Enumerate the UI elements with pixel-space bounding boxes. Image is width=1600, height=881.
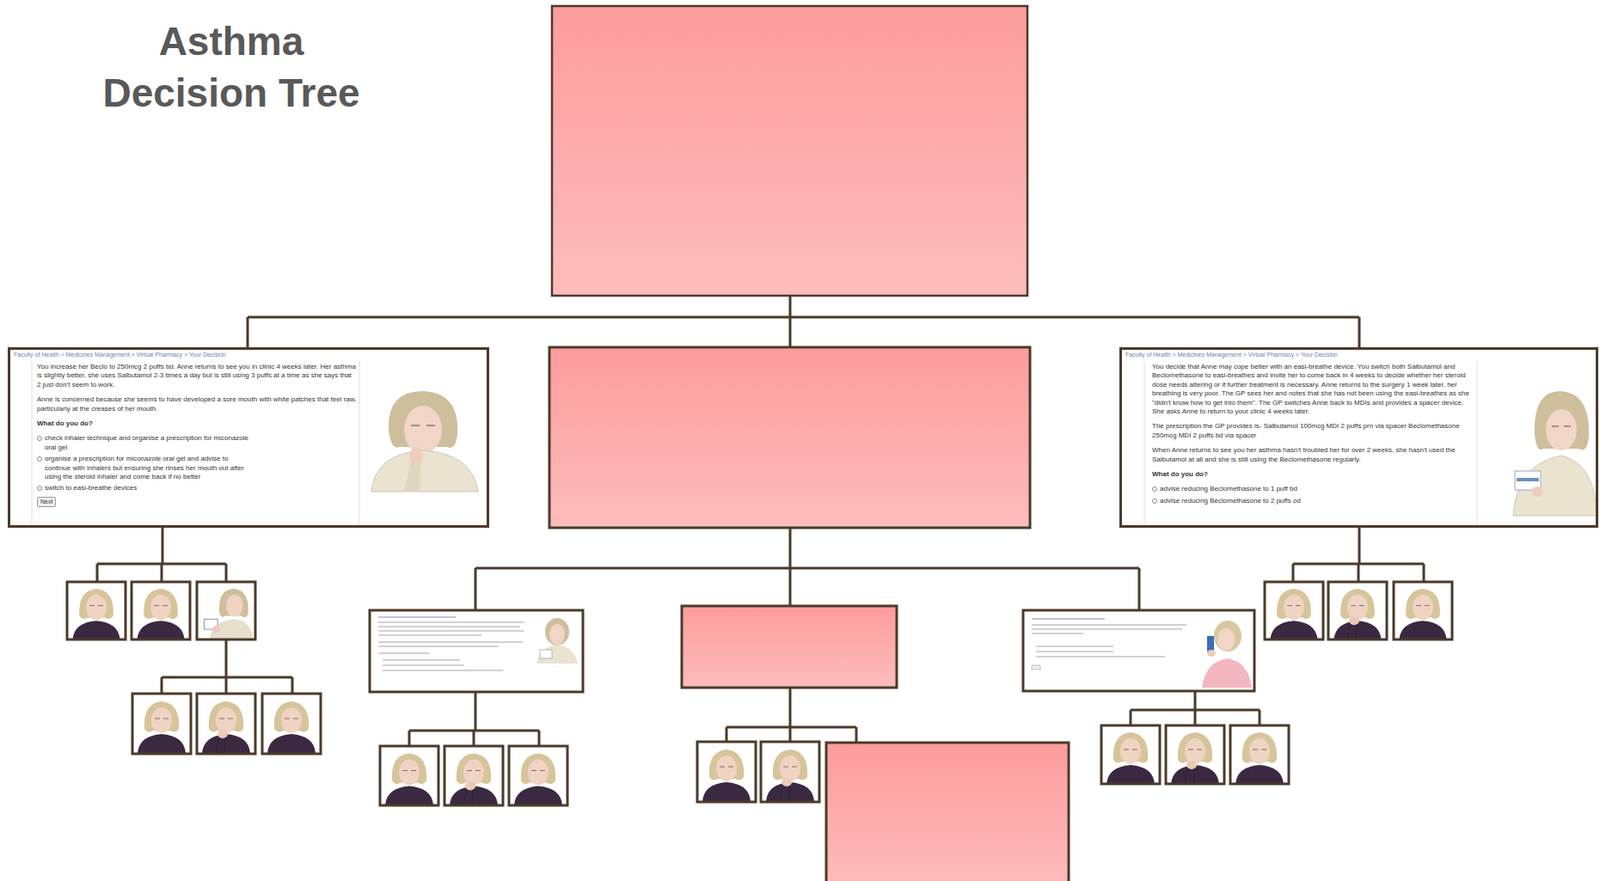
coat [371, 450, 479, 492]
patient-thumbnail [132, 582, 191, 640]
option-text: check inhaler technique and organise a p… [44, 434, 252, 453]
text-line [378, 622, 525, 671]
hand [1207, 649, 1216, 657]
empty-decision-box [681, 606, 897, 688]
hand [1531, 486, 1544, 497]
scenario-screenshot: You increase her Beclo to 250mcg 2 puffs… [7, 347, 490, 528]
screenshot-thumbnail [1023, 610, 1255, 692]
empty-decision-box [551, 6, 1028, 296]
page-column-rule [31, 361, 1478, 525]
glasses [1551, 425, 1571, 428]
patient-thumbnail [760, 742, 820, 802]
breadcrumb: Faculty of Health > Medicines Management… [13, 350, 461, 359]
inhaler-box [539, 649, 552, 659]
box-stripe [1516, 478, 1539, 482]
option-row: organise a prescription for miconazole o… [36, 454, 252, 482]
patient-thumbnail [508, 747, 568, 806]
empty-decision-box [826, 742, 1069, 881]
patient-thumbnail [444, 747, 503, 806]
patient-thumbnail [1329, 582, 1387, 640]
breadcrumb: Faculty of Health > Medicines Management… [1125, 350, 1573, 359]
option-row: advise reducing Beclomethasone to 1 puff… [1152, 484, 1436, 494]
inhaler [1207, 636, 1214, 652]
radio-button [36, 435, 43, 442]
text-line [1031, 625, 1187, 657]
option-text: switch to easi-breathe devices [44, 484, 252, 493]
option-row: advise reducing Beclomethasone to 2 puff… [1152, 496, 1436, 506]
glasses [410, 424, 436, 427]
hair [545, 618, 570, 646]
hair [1534, 391, 1589, 450]
diagram-title: Asthma Decision Tree [98, 15, 365, 119]
coat [536, 644, 578, 664]
patient-thumbnail [196, 694, 256, 754]
question-heading: What do you do? [1152, 470, 1472, 479]
mini-button [1031, 665, 1041, 670]
button-label: Next [40, 498, 53, 505]
screenshot-thumbnail [369, 610, 583, 693]
question-heading: What do you do? [36, 419, 357, 429]
screenshot-ground [1119, 347, 1599, 528]
content-column: You decide that Anne may cope better wit… [1152, 362, 1472, 509]
patient-thumbnail [1230, 725, 1289, 785]
patient-thumbnail [197, 582, 256, 640]
hand [409, 447, 423, 465]
scenario-paragraph: Anne is concerned because she seems to h… [36, 395, 357, 414]
radio-button [36, 456, 43, 462]
option-text: advise reducing Beclomethasone to 2 puff… [1159, 496, 1436, 506]
patient-thumbnail [1101, 725, 1160, 785]
patient-thumbnail [1165, 725, 1225, 785]
scenario-paragraph: You decide that Anne may cope better wit… [1152, 362, 1472, 417]
scenario-paragraph: When Anne returns to see you her asthma … [1152, 446, 1472, 465]
scenario-paragraph: You increase her Beclo to 250mcg 2 puffs… [36, 362, 357, 390]
patient-thumbnail [1265, 582, 1324, 640]
option-row: check inhaler technique and organise a p… [36, 434, 252, 453]
scenario-paragraph: The prescription the GP provides is- Sal… [1152, 422, 1472, 441]
face [1217, 628, 1235, 651]
coat [1513, 455, 1597, 516]
patient-thumbnail [262, 694, 321, 754]
text-line [1031, 618, 1105, 620]
face [404, 405, 442, 454]
content-column: You increase her Beclo to 250mcg 2 puffs… [36, 362, 357, 497]
top [1201, 658, 1252, 688]
text-line [378, 616, 456, 619]
radio-button [1152, 486, 1158, 492]
thumbnail-frame [67, 582, 1453, 806]
face [1545, 409, 1577, 451]
arm [404, 460, 422, 492]
option-row: switch to easi-breathe devices [36, 484, 252, 493]
scenario-screenshot: You decide that Anne may cope better wit… [1119, 347, 1599, 528]
hair [1213, 620, 1242, 652]
screenshot-ground [7, 347, 490, 528]
radio-button [1152, 498, 1158, 504]
option-text: organise a prescription for miconazole o… [44, 454, 252, 482]
face [549, 624, 565, 645]
option-text: advise reducing Beclomethasone to 1 puff… [1159, 484, 1436, 494]
patient-thumbnail [67, 582, 126, 640]
empty-decision-box [549, 347, 1030, 528]
patient-thumbnail [1394, 582, 1453, 640]
patient-thumbnail [380, 747, 439, 806]
patient-thumbnail [697, 742, 756, 802]
radio-button [36, 485, 43, 491]
patient-thumbnail [132, 694, 191, 754]
next-button: Next [36, 496, 56, 508]
